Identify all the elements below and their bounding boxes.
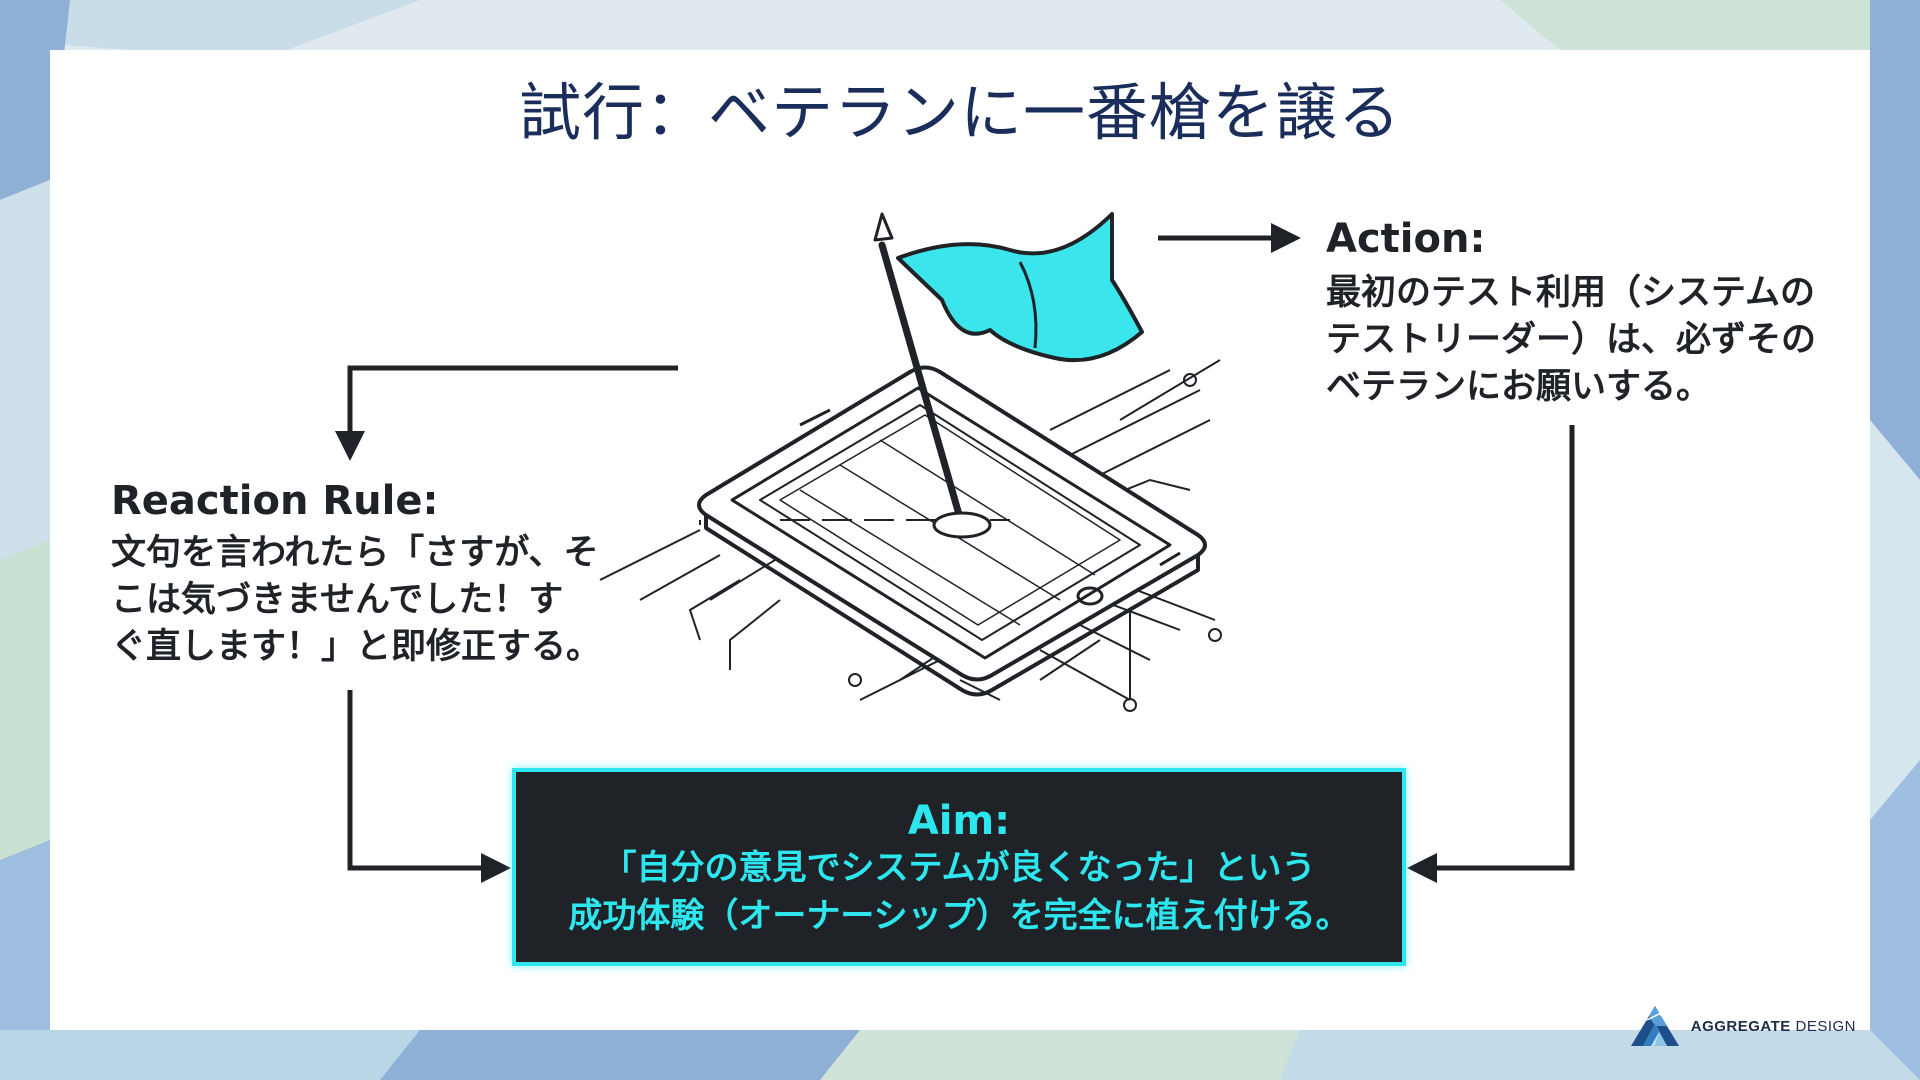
brand-name-bold: AGGREGATE bbox=[1690, 1017, 1791, 1035]
reaction-rule-body: 文句を言われたら「さすが、そ こは気づきませんでした！す ぐ直します！」と即修正… bbox=[111, 530, 601, 671]
arrow-illustration-to-reaction bbox=[335, 365, 678, 461]
brand-logo: AGGREGATE DESIGN bbox=[1629, 1004, 1856, 1048]
reaction-rule-line: ぐ直します！」と即修正する。 bbox=[111, 627, 602, 667]
circuit-traces-icon bbox=[599, 359, 1222, 712]
action-line: ベテランにお願いする。 bbox=[1326, 367, 1712, 407]
flag-icon bbox=[873, 212, 1144, 539]
aim-heading: Aim: bbox=[907, 798, 1011, 844]
action-body: 最初のテスト利用（システムの テストリーダー）は、必ずその ベテランにお願いする… bbox=[1326, 270, 1816, 411]
aggregate-a-logo-icon bbox=[1630, 1006, 1679, 1046]
reaction-rule-heading: Reaction Rule: bbox=[111, 478, 439, 524]
aim-box: Aim: 「自分の意見でシステムが良くなった」という 成功体験（オーナーシップ）… bbox=[512, 768, 1406, 966]
reaction-rule-line: こは気づきませんでした！す bbox=[111, 580, 564, 620]
action-line: 最初のテスト利用（システムの bbox=[1326, 273, 1815, 313]
brand-name: AGGREGATE DESIGN bbox=[1691, 1018, 1856, 1035]
reaction-rule-line: 文句を言われたら「さすが、そ bbox=[111, 533, 599, 573]
flow-arrows bbox=[335, 223, 1575, 883]
brand-name-regular: DESIGN bbox=[1795, 1017, 1856, 1035]
arrow-action-to-aim bbox=[1407, 425, 1575, 883]
aim-line: 「自分の意見でシステムが良くなった」という bbox=[602, 848, 1316, 888]
arrow-reaction-to-aim bbox=[347, 690, 511, 883]
aim-line: 成功体験（オーナーシップ）を完全に植え付ける。 bbox=[568, 896, 1350, 936]
action-line: テストリーダー）は、必ずその bbox=[1326, 320, 1817, 360]
slide-title: 試行：ベテランに一番槍を譲る bbox=[518, 76, 1401, 149]
action-heading: Action: bbox=[1326, 216, 1486, 262]
